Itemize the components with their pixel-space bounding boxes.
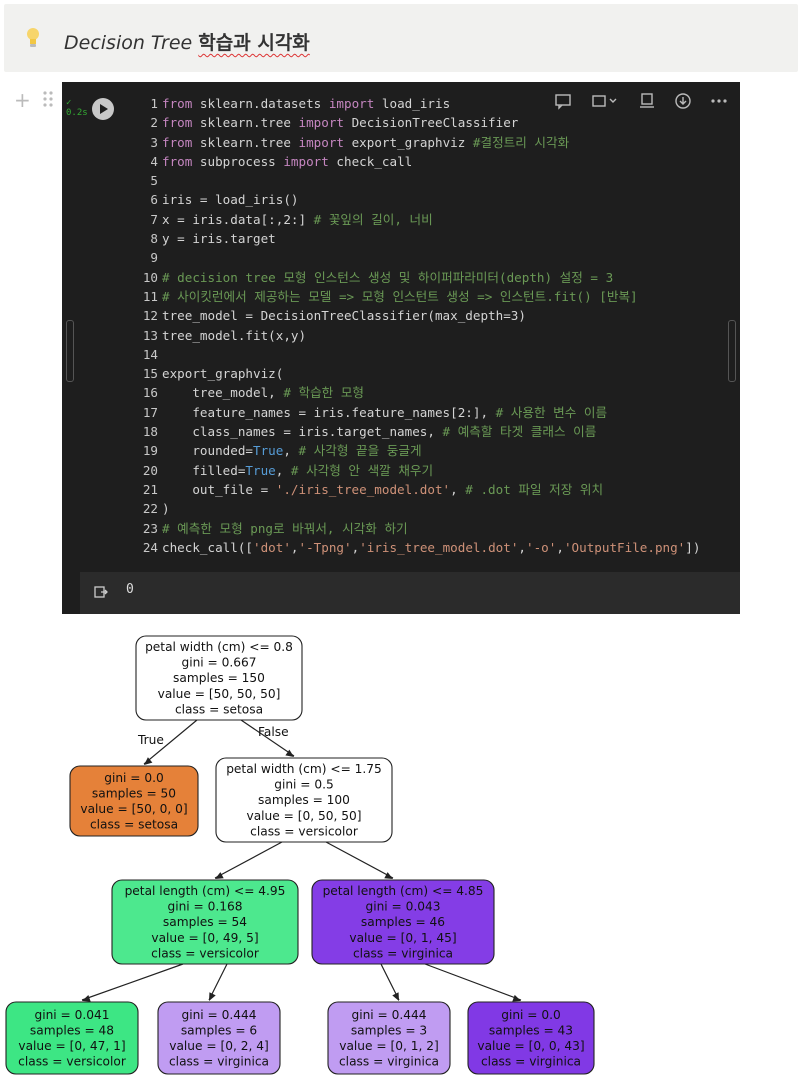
decision-tree-diagram: True False petal width (cm) <= 0.8 gini =… xyxy=(5,635,595,1075)
tree-node-box xyxy=(157,1001,281,1075)
output-icon xyxy=(94,586,108,598)
tree-node-line: samples = 150 xyxy=(173,671,265,685)
tree-edge xyxy=(143,719,198,765)
tree-node-line: samples = 46 xyxy=(361,915,445,929)
tree-node-line: gini = 0.0 xyxy=(104,771,164,785)
tree-node-line: value = [0, 1, 2] xyxy=(339,1039,439,1053)
tree-node-line: class = virginica xyxy=(353,946,453,960)
run-status-check: ✓0.2s xyxy=(66,98,88,118)
tree-node-line: value = [0, 1, 45] xyxy=(349,931,456,945)
comment-icon[interactable] xyxy=(554,92,572,110)
tree-node-line: samples = 3 xyxy=(351,1023,427,1037)
tree-edge-arrow xyxy=(215,872,224,879)
tree-node-line: value = [0, 47, 1] xyxy=(18,1039,125,1053)
tree-node-line: class = virginica xyxy=(339,1055,439,1069)
tree-node-box xyxy=(467,1001,595,1075)
tree-node-line: value = [0, 0, 43] xyxy=(477,1039,584,1053)
tree-edge-arrow xyxy=(384,872,393,879)
tree-node-line: gini = 0.444 xyxy=(181,1008,256,1022)
tree-node-line: class = setosa xyxy=(90,818,178,832)
lightbulb-icon xyxy=(27,28,39,47)
more-options-icon[interactable] xyxy=(710,92,728,110)
tree-node-line: value = [50, 50, 50] xyxy=(158,687,281,701)
tree-edge xyxy=(325,841,394,879)
edge-label-false: False xyxy=(258,725,289,739)
tree-node-line: gini = 0.041 xyxy=(34,1008,109,1022)
tree-node-box xyxy=(111,879,299,965)
tree-edge-arrow xyxy=(285,749,294,757)
tree-node-line: value = [50, 0, 0] xyxy=(80,802,187,816)
tree-node-box xyxy=(215,757,393,843)
tree-edge-arrow xyxy=(392,992,399,1001)
output-area: 0 xyxy=(80,572,740,614)
output-value: 0 xyxy=(126,582,134,597)
tree-node-line: class = setosa xyxy=(175,702,263,716)
scrollbar[interactable] xyxy=(728,320,736,382)
tree-node-line: value = [0, 2, 4] xyxy=(169,1039,269,1053)
tree-edge-arrow xyxy=(209,992,216,1001)
tree-node-line: gini = 0.168 xyxy=(167,900,242,914)
tree-node-line: samples = 50 xyxy=(92,786,176,800)
tree-node-line: samples = 43 xyxy=(489,1023,573,1037)
tree-node-line: samples = 48 xyxy=(30,1023,114,1037)
add-block-icon[interactable]: + xyxy=(14,88,31,112)
tree-node-root: petal width (cm) <= 0.8 gini = 0.667sampl… xyxy=(135,635,303,721)
page-title-korean: 학습과 시각화 xyxy=(198,32,310,54)
tree-node-box xyxy=(327,1001,451,1075)
tree-node-line: class = virginica xyxy=(481,1055,581,1069)
tree-edges xyxy=(81,719,522,1002)
tree-node-line: gini = 0.043 xyxy=(365,900,440,914)
tree-node-box xyxy=(311,879,495,965)
tree-node-box xyxy=(135,635,303,721)
tree-node-line: class = versicolor xyxy=(250,824,359,838)
tree-edge-arrow xyxy=(512,994,521,1002)
cell-toolbar xyxy=(554,92,728,110)
tree-edge xyxy=(240,719,295,757)
tree-node-length-4-95: petal length (cm) <= 4.95 gini = 0.168sam… xyxy=(111,879,299,965)
tree-node-line: petal width (cm) <= 0.8 xyxy=(145,640,293,654)
tree-edge xyxy=(81,963,184,1001)
page-title: Decision Tree 학습과 시각화 xyxy=(64,32,310,54)
tree-node-line: gini = 0.5 xyxy=(274,778,334,792)
mirror-cell-icon[interactable] xyxy=(638,92,656,110)
drag-handle-icon[interactable] xyxy=(42,90,54,108)
cell-type-dropdown-icon[interactable] xyxy=(590,92,620,110)
tree-node-line: petal width (cm) <= 1.75 xyxy=(226,762,382,776)
tree-node-box xyxy=(69,765,199,837)
tree-edge-arrow xyxy=(144,757,153,765)
tree-node-line: samples = 54 xyxy=(163,915,247,929)
tree-node-line: samples = 6 xyxy=(181,1023,257,1037)
tree-edge xyxy=(424,963,522,1001)
tree-node-line: samples = 100 xyxy=(258,793,350,807)
tree-node-line: class = versicolor xyxy=(151,946,260,960)
tree-node-line: gini = 0.667 xyxy=(181,656,256,670)
tree-node-line: class = versicolor xyxy=(18,1055,127,1069)
tree-edge-arrow xyxy=(82,995,91,1002)
tree-node-line: class = virginica xyxy=(169,1055,269,1069)
tree-node-length-4-85: petal length (cm) <= 4.85 gini = 0.043sam… xyxy=(311,879,495,965)
tree-node-line: petal length (cm) <= 4.85 xyxy=(323,884,484,898)
scrollbar[interactable] xyxy=(66,320,74,382)
page-header: Decision Tree 학습과 시각화 xyxy=(4,4,798,72)
tree-node-box xyxy=(5,1001,139,1075)
tree-edge xyxy=(214,841,283,879)
tree-node-width-1-75: petal width (cm) <= 1.75 gini = 0.5sample… xyxy=(215,757,393,843)
run-cell-button[interactable] xyxy=(92,98,114,120)
download-icon[interactable] xyxy=(674,92,692,110)
tree-node-line: petal length (cm) <= 4.95 xyxy=(125,884,286,898)
tree-node-line: gini = 0.444 xyxy=(351,1008,426,1022)
tree-node-line: gini = 0.0 xyxy=(501,1008,561,1022)
edge-label-true: True xyxy=(137,733,164,747)
tree-node-line: value = [0, 50, 50] xyxy=(246,809,361,823)
tree-node-line: value = [0, 49, 5] xyxy=(151,931,258,945)
